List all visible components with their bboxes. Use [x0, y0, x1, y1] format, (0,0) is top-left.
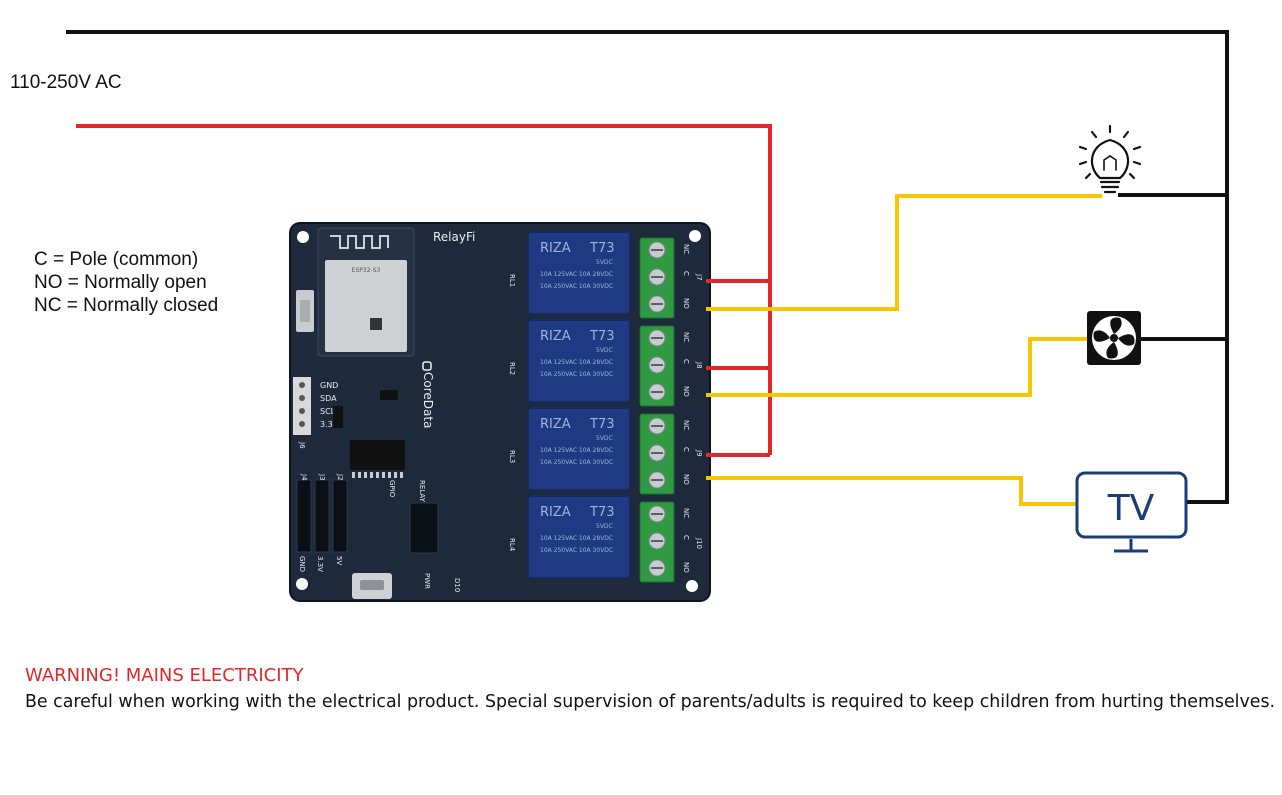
relays: RIZA T73 10A 125VAC 10A 28VDC 10A 250VAC 10… — [508, 231, 631, 579]
i2c-scl: SCL — [320, 407, 336, 416]
live-wire — [76, 124, 772, 455]
terminal-label: NC — [682, 332, 690, 342]
connector-label: J8 — [695, 361, 703, 369]
tv-icon: TV — [1075, 471, 1188, 553]
lightbulb-icon — [1078, 124, 1142, 194]
relay-brand: RIZA — [540, 241, 571, 256]
terminal-label: NO — [682, 474, 690, 485]
i2c-3v3: 3.3V — [320, 420, 339, 429]
relay-rating-2: 10A 250VAC 10A 30VDC — [540, 283, 613, 290]
relay-label: RL1 — [508, 274, 516, 287]
relay-rating-0: 5VDC — [596, 435, 613, 442]
terminal-block-2: NC C NO J8 — [639, 325, 703, 407]
relay-rating-1: 10A 125VAC 10A 28VDC — [540, 447, 613, 454]
warning-title: WARNING! MAINS ELECTRICITY — [25, 665, 304, 686]
connector-label: J10 — [695, 537, 703, 549]
pin-gnd: GND — [298, 556, 306, 572]
i2c-gnd: GND — [320, 381, 338, 390]
relay-model: T73 — [589, 329, 614, 344]
terminal-block-3: NC C NO J9 — [639, 413, 703, 495]
relay-label: RL4 — [508, 538, 516, 552]
tv-label: TV — [1107, 488, 1155, 529]
pin-headers — [296, 479, 439, 554]
terminal-label: C — [682, 271, 690, 276]
relay-4: RIZA T73 10A 125VAC 10A 28VDC 10A 250VAC 10… — [508, 495, 631, 579]
terminal-label: C — [682, 359, 690, 364]
terminal-label: C — [682, 447, 690, 452]
warning-text: Be careful when working with the electri… — [25, 692, 1276, 712]
relay-rating-2: 10A 250VAC 10A 30VDC — [540, 547, 613, 554]
switched-wire-fan — [706, 337, 1088, 397]
relay-board: ESP32-S3 RelayFi CoreData GND SDA SCL 3.… — [289, 222, 711, 602]
relay-rating-1: 10A 125VAC 10A 28VDC — [540, 271, 613, 278]
terminal-label: C — [682, 535, 690, 540]
legend-item-no: NO = Normally open — [34, 272, 207, 293]
terminal-label: NO — [682, 562, 690, 573]
relay-rating-1: 10A 125VAC 10A 28VDC — [540, 535, 613, 542]
relay-3: RIZA T73 10A 125VAC 10A 28VDC 10A 250VAC 10… — [508, 407, 631, 491]
fan-icon — [1087, 311, 1141, 365]
esp-module: ESP32-S3 — [317, 227, 415, 357]
relay-rating-0: 5VDC — [596, 259, 613, 266]
legend-item-common: C = Pole (common) — [34, 249, 199, 270]
wires — [66, 30, 1229, 506]
i2c-sda: SDA — [320, 394, 337, 403]
terminal-label: NC — [682, 244, 690, 254]
terminal-label: NC — [682, 508, 690, 518]
terminal-label: NO — [682, 386, 690, 397]
relay-model: T73 — [589, 241, 614, 256]
relay-brand: RIZA — [540, 329, 571, 344]
legend-item-nc: NC = Normally closed — [34, 295, 219, 316]
neutral-wire — [66, 30, 1229, 504]
relay-model: T73 — [589, 505, 614, 520]
connector-label: J9 — [695, 449, 703, 457]
header-pwr: PWR — [423, 573, 431, 589]
relay-rating-0: 5VDC — [596, 347, 613, 354]
header-j4: J4 — [300, 473, 308, 481]
header-j2: J2 — [336, 473, 344, 481]
board-maker: CoreData — [421, 372, 435, 428]
pin-5v: 5V — [335, 556, 343, 565]
connector-label: J7 — [695, 273, 703, 281]
module-label: ESP32-S3 — [352, 267, 381, 274]
switched-wire-tv — [706, 476, 1078, 506]
relay-brand: RIZA — [540, 505, 571, 520]
terminal-block-1: NC C NO J7 — [639, 237, 703, 319]
header-j6: J6 — [298, 441, 306, 449]
relay-rating-2: 10A 250VAC 10A 30VDC — [540, 371, 613, 378]
header-gpio: GPIO — [388, 480, 396, 498]
pin-3v3: 3.3V — [316, 556, 324, 572]
relay-2: RIZA T73 10A 125VAC 10A 28VDC 10A 250VAC 10… — [508, 319, 631, 403]
header-j3: J3 — [318, 473, 326, 481]
switched-wire-lamp — [706, 194, 1102, 311]
terminal-legend: C = Pole (common) NO = Normally open NC … — [34, 248, 218, 317]
supply-voltage-label: 110-250V AC — [10, 72, 122, 93]
relay-rating-1: 10A 125VAC 10A 28VDC — [540, 359, 613, 366]
board-brand: RelayFi — [433, 230, 475, 244]
i2c-header: GND SDA SCL 3.3V — [293, 377, 339, 435]
relay-rating-0: 5VDC — [596, 523, 613, 530]
relay-rating-2: 10A 250VAC 10A 30VDC — [540, 459, 613, 466]
terminal-label: NO — [682, 298, 690, 309]
terminal-label: NC — [682, 420, 690, 430]
relay-model: T73 — [589, 417, 614, 432]
header-relay: RELAY — [418, 480, 426, 503]
relay-brand: RIZA — [540, 417, 571, 432]
header-d10: D10 — [453, 578, 461, 592]
terminal-block-4: NC C NO J10 — [639, 501, 703, 583]
relay-1: RIZA T73 10A 125VAC 10A 28VDC 10A 250VAC 10… — [508, 231, 631, 315]
relay-label: RL3 — [508, 450, 516, 463]
relay-label: RL2 — [508, 362, 516, 375]
